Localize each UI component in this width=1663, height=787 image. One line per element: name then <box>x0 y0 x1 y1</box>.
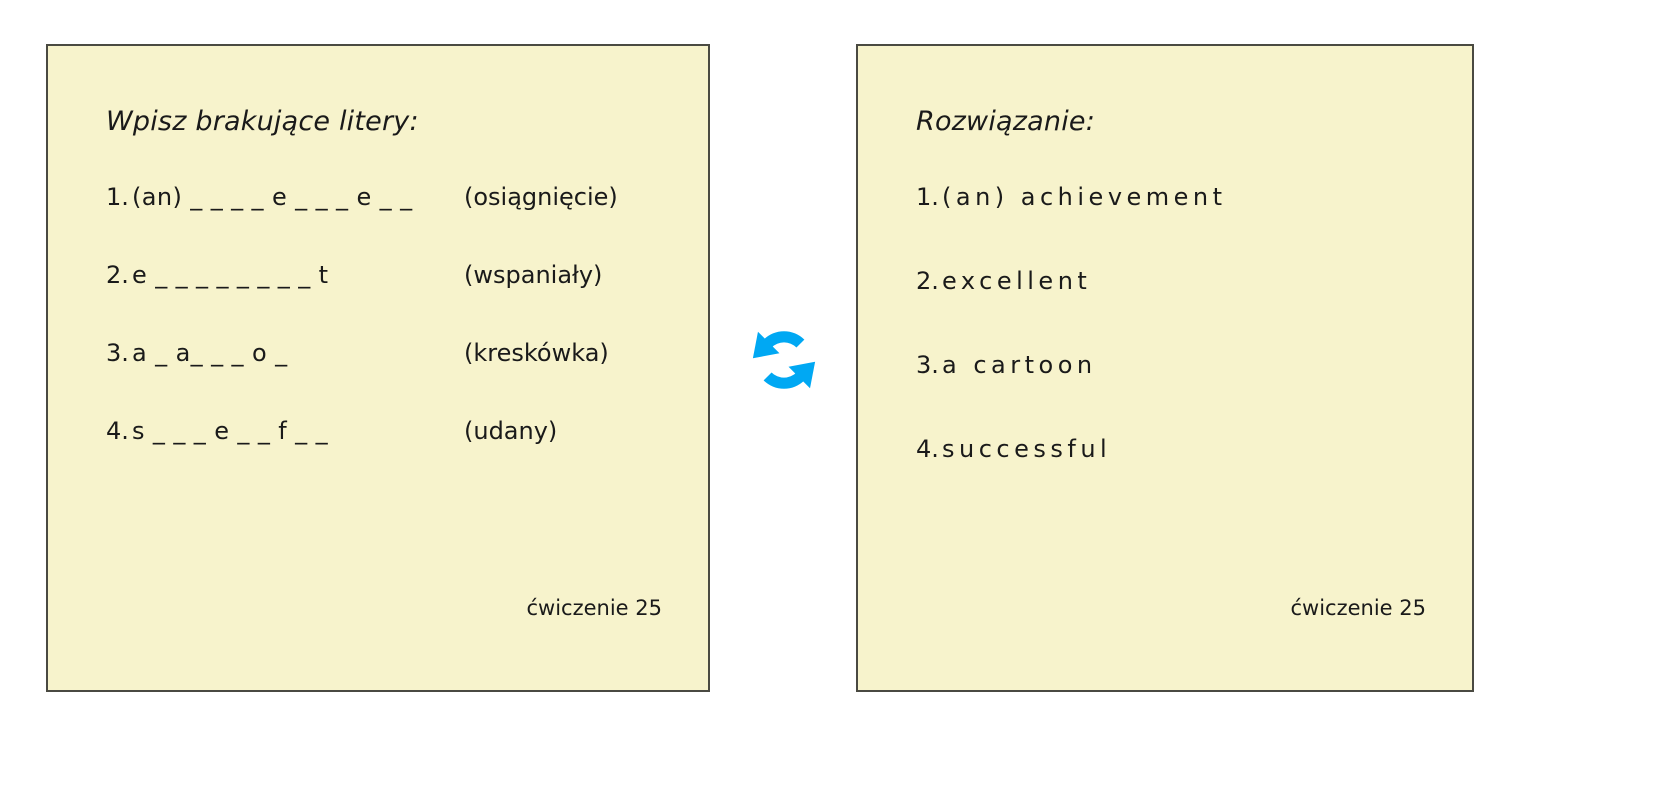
solution-card: Rozwiązanie: 1. (an) achievement 2. exce… <box>856 44 1474 692</box>
exercise-item-pattern: s _ _ _ e _ _ f _ _ <box>132 417 328 445</box>
exercise-item-hint: (udany) <box>464 417 558 445</box>
exercise-card-title: Wpisz brakujące litery: <box>106 106 419 137</box>
solution-card-footer: ćwiczenie 25 <box>1290 596 1426 620</box>
solution-item-answer: a cartoon <box>942 351 1097 379</box>
solution-item-answer: excellent <box>942 267 1092 295</box>
exercise-card-footer: ćwiczenie 25 <box>526 596 662 620</box>
solution-item: 3. a cartoon <box>916 351 1436 379</box>
exercise-item-number: 3. <box>106 339 129 367</box>
exercise-item-pattern: (an) _ _ _ _ e _ _ _ e _ _ <box>132 183 413 211</box>
solution-item: 1. (an) achievement <box>916 183 1436 211</box>
exercise-item-number: 2. <box>106 261 129 289</box>
exercise-item-number: 4. <box>106 417 129 445</box>
solution-item-answer: (an) achievement <box>942 183 1227 211</box>
exercise-card: Wpisz brakujące litery: 1. (an) _ _ _ _ … <box>46 44 710 692</box>
exercise-item: 2. e _ _ _ _ _ _ _ _ t (wspaniały) <box>106 261 672 289</box>
exercise-item-pattern: e _ _ _ _ _ _ _ _ t <box>132 261 329 289</box>
solution-item: 4. successful <box>916 435 1436 463</box>
exercise-item: 1. (an) _ _ _ _ e _ _ _ e _ _ (osiągnięc… <box>106 183 672 211</box>
exercise-item-hint: (kreskówka) <box>464 339 609 367</box>
solution-item-answer: successful <box>942 435 1112 463</box>
exercise-item-pattern: a _ a_ _ _ o _ <box>132 339 288 367</box>
exercise-item-hint: (wspaniały) <box>464 261 603 289</box>
solution-item-number: 3. <box>916 351 939 379</box>
solution-card-title: Rozwiązanie: <box>916 106 1096 137</box>
exercise-item-number: 1. <box>106 183 129 211</box>
exercise-item-hint: (osiągnięcie) <box>464 183 618 211</box>
solution-item-number: 2. <box>916 267 939 295</box>
solution-item-number: 1. <box>916 183 939 211</box>
exercise-item: 4. s _ _ _ e _ _ f _ _ (udany) <box>106 417 672 445</box>
solution-item-list: 1. (an) achievement 2. excellent 3. a ca… <box>916 183 1436 596</box>
exercise-item: 3. a _ a_ _ _ o _ (kreskówka) <box>106 339 672 367</box>
refresh-icon[interactable] <box>744 318 824 402</box>
solution-item: 2. excellent <box>916 267 1436 295</box>
exercise-item-list: 1. (an) _ _ _ _ e _ _ _ e _ _ (osiągnięc… <box>106 183 672 596</box>
solution-item-number: 4. <box>916 435 939 463</box>
